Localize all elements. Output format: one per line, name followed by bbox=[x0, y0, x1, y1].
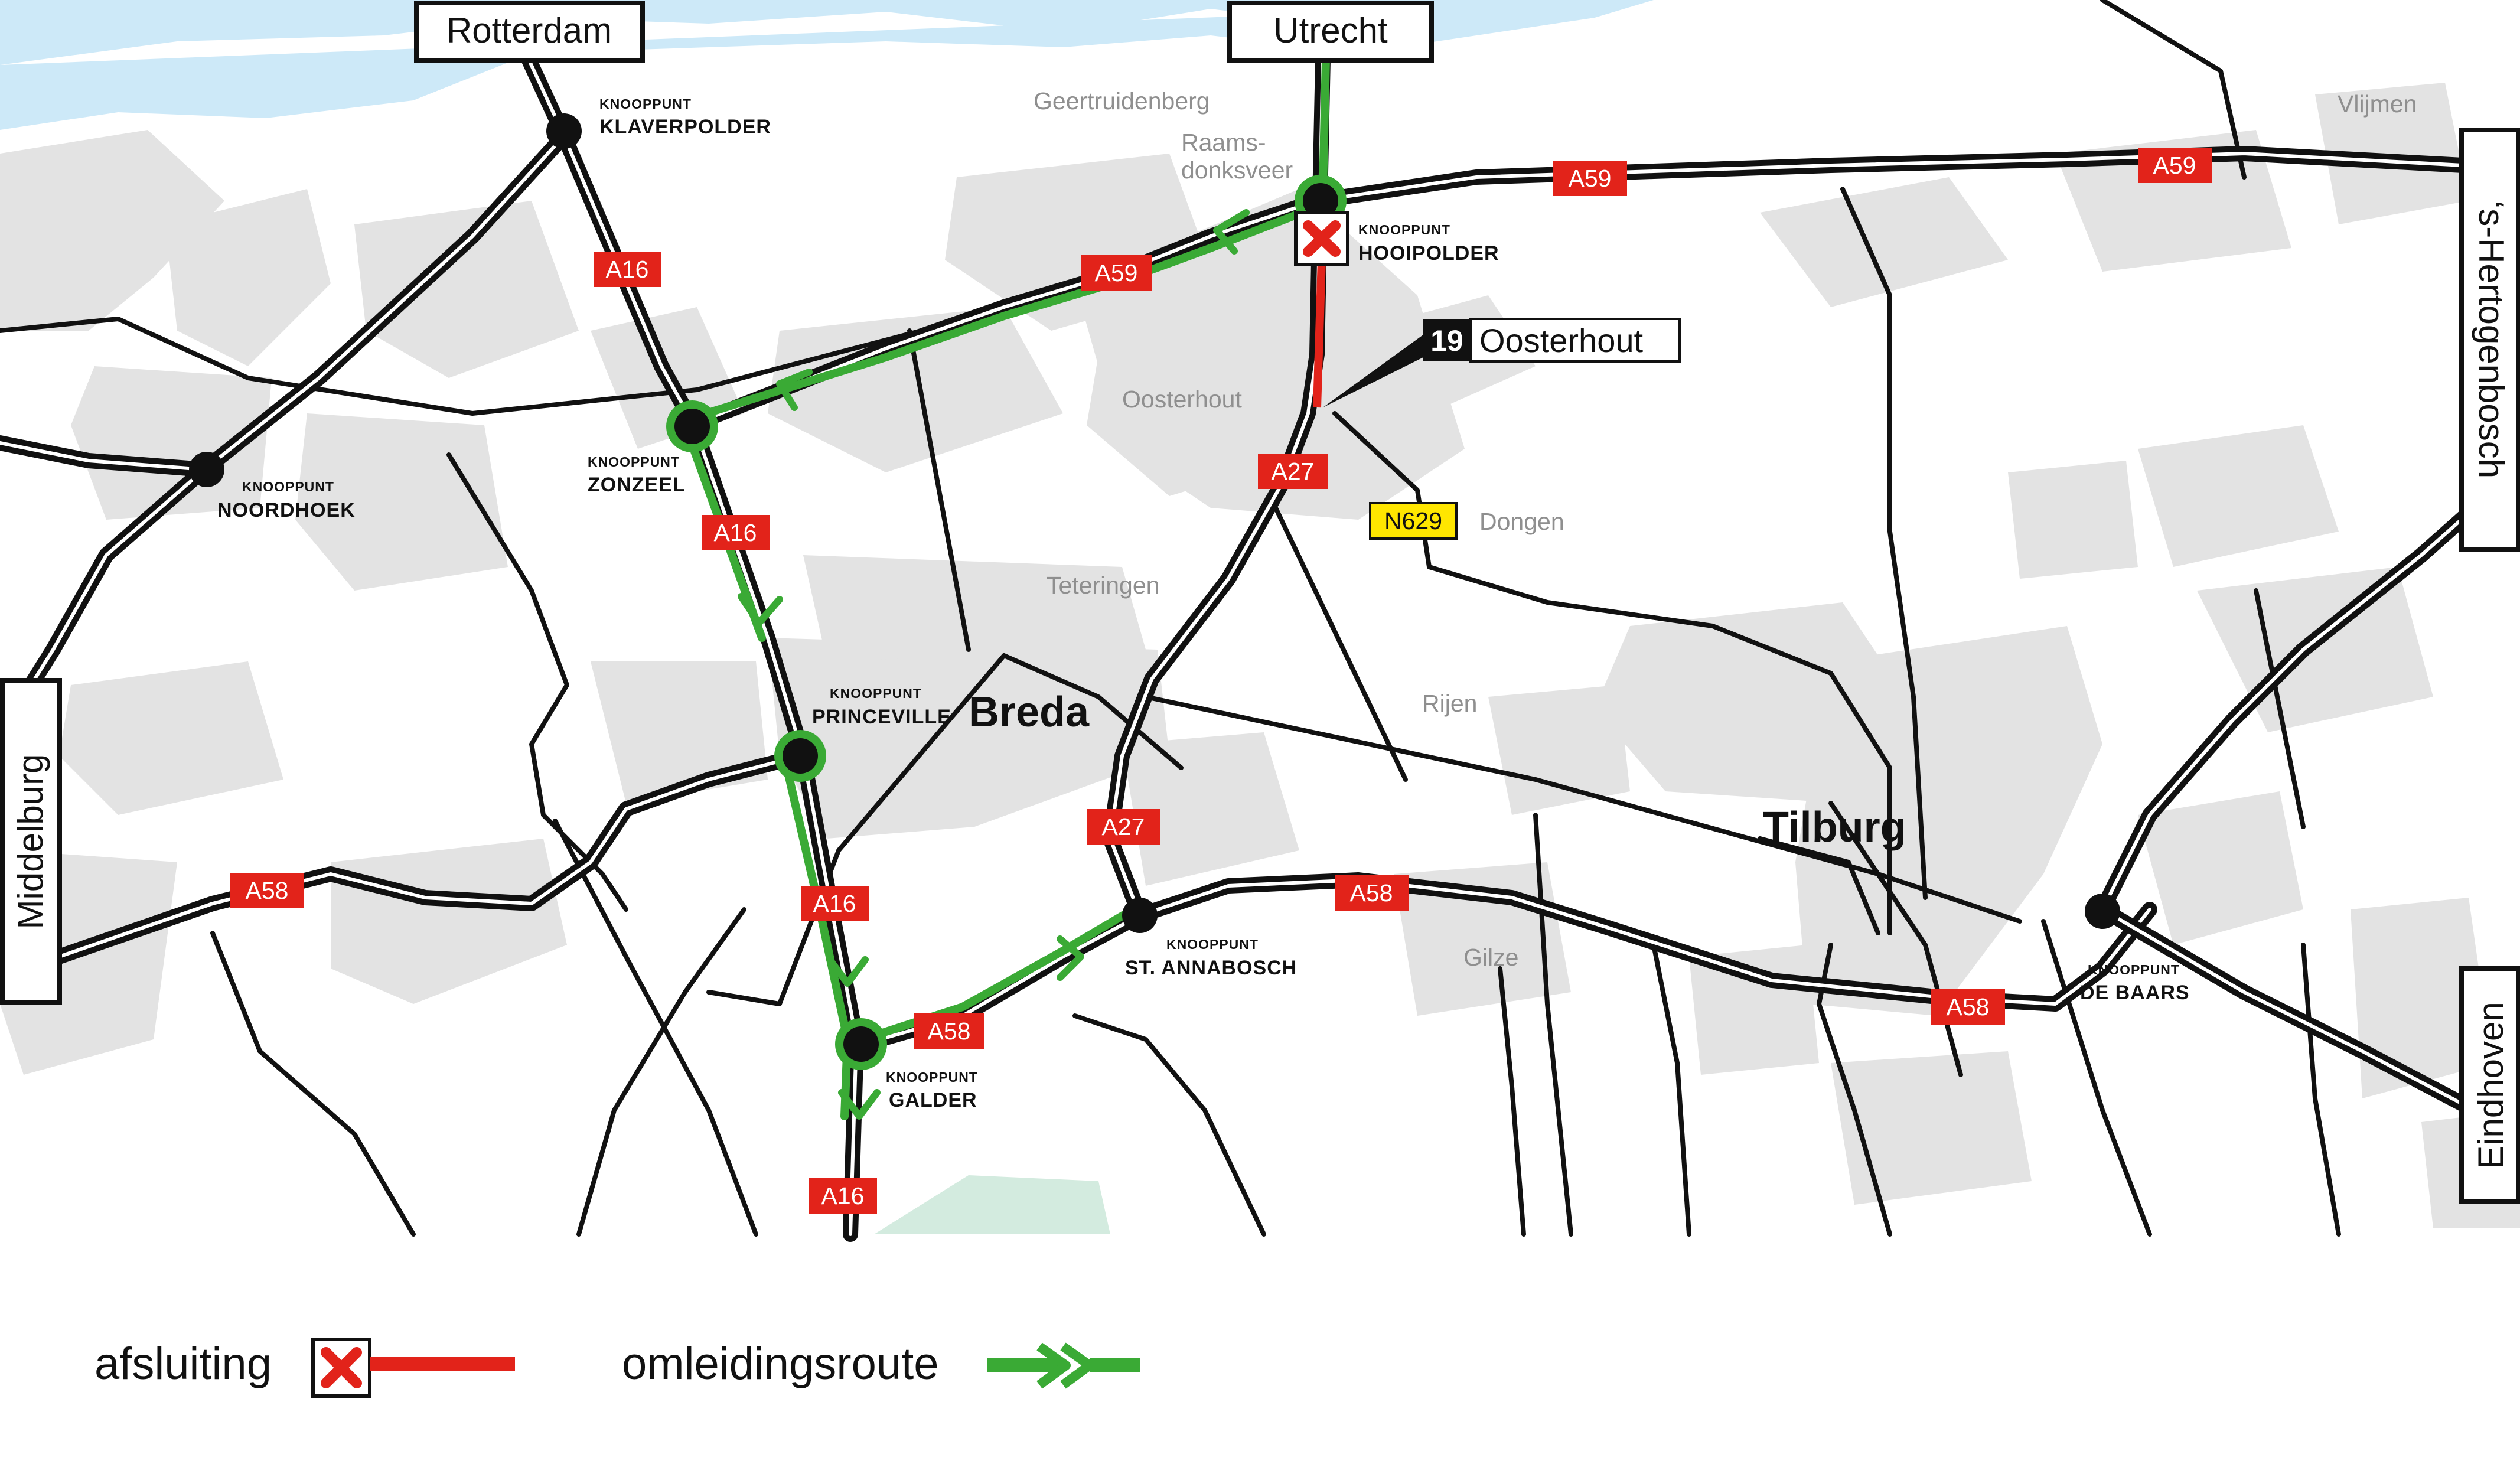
junction-labels: KNOOPPUNT KLAVERPOLDER KNOOPPUNT HOOIPOL… bbox=[217, 96, 2190, 1111]
direction-rotterdam: Rotterdam bbox=[414, 1, 645, 63]
junction-st-annabosch bbox=[1122, 898, 1158, 933]
place-dongen: Dongen bbox=[1479, 508, 1564, 535]
svg-text:A58: A58 bbox=[1350, 879, 1393, 907]
shield-a16-south: A16 bbox=[801, 886, 869, 921]
svg-text:KNOOPPUNT: KNOOPPUNT bbox=[599, 96, 692, 112]
shield-a58-tilburg: A58 bbox=[1931, 989, 2005, 1025]
closure-x-icon bbox=[1303, 220, 1341, 257]
place-rijen: Rijen bbox=[1422, 690, 1477, 717]
svg-text:KNOOPPUNT: KNOOPPUNT bbox=[2088, 962, 2180, 977]
svg-text:A58: A58 bbox=[928, 1018, 971, 1045]
legend-closure-label: afsluiting bbox=[94, 1339, 272, 1389]
junction-galder bbox=[843, 1026, 879, 1062]
shield-a16-mid: A16 bbox=[702, 515, 770, 550]
svg-text:N629: N629 bbox=[1384, 507, 1442, 534]
shield-a59-west: A59 bbox=[1081, 255, 1152, 291]
svg-text:Eindhoven: Eindhoven bbox=[2471, 1002, 2511, 1169]
junctions bbox=[189, 113, 2120, 1070]
shield-a16-north: A16 bbox=[594, 252, 661, 287]
svg-text:KNOOPPUNT: KNOOPPUNT bbox=[1166, 937, 1259, 952]
svg-text:ST. ANNABOSCH: ST. ANNABOSCH bbox=[1125, 957, 1297, 979]
svg-text:Utrecht: Utrecht bbox=[1273, 11, 1388, 50]
svg-text:Rotterdam: Rotterdam bbox=[446, 11, 612, 50]
place-teteringen: Teteringen bbox=[1047, 572, 1159, 599]
svg-text:HOOIPOLDER: HOOIPOLDER bbox=[1358, 242, 1499, 265]
shield-a59-east1: A59 bbox=[1553, 161, 1627, 196]
svg-text:A59: A59 bbox=[2153, 152, 2196, 179]
junction-zonzeel bbox=[674, 409, 710, 444]
svg-text:‘s-Hertogenbosch: ‘s-Hertogenbosch bbox=[2472, 201, 2511, 478]
place-labels: Geertruidenberg Raams- donksveer Vlijmen… bbox=[969, 87, 2417, 971]
svg-text:KLAVERPOLDER: KLAVERPOLDER bbox=[599, 116, 771, 138]
urban-areas bbox=[0, 83, 2520, 1228]
place-tilburg: Tilburg bbox=[1763, 804, 1906, 851]
shield-a16-bottom: A16 bbox=[809, 1178, 877, 1214]
svg-text:ZONZEEL: ZONZEEL bbox=[588, 474, 686, 496]
place-breda: Breda bbox=[969, 689, 1090, 736]
junction-klaverpolder bbox=[546, 113, 582, 149]
direction-eindhoven: Eindhoven bbox=[2459, 966, 2520, 1204]
exit-number: 19 bbox=[1430, 324, 1463, 357]
place-geertruidenberg: Geertruidenberg bbox=[1034, 87, 1210, 115]
direction-utrecht: Utrecht bbox=[1227, 1, 1434, 63]
svg-text:A27: A27 bbox=[1102, 813, 1145, 840]
junction-princeville bbox=[783, 738, 818, 774]
closure-line bbox=[1313, 259, 1326, 408]
junction-de-baars bbox=[2085, 894, 2120, 929]
secondary-roads bbox=[0, 0, 2341, 1237]
shield-a58-west: A58 bbox=[230, 873, 304, 908]
junction-hooipolder bbox=[1303, 183, 1338, 219]
shield-a59-east2: A59 bbox=[2138, 148, 2212, 183]
svg-text:A16: A16 bbox=[821, 1182, 865, 1209]
svg-text:PRINCEVILLE: PRINCEVILLE bbox=[812, 706, 951, 728]
place-vlijmen: Vlijmen bbox=[2338, 90, 2417, 118]
shield-a27-north: A27 bbox=[1258, 454, 1328, 489]
shield-a27-south: A27 bbox=[1087, 809, 1160, 845]
road-shields: A16 A16 A16 A16 A59 A59 A59 A27 A27 A58 … bbox=[230, 148, 2212, 1214]
svg-text:Middelburg: Middelburg bbox=[11, 754, 50, 930]
svg-text:A27: A27 bbox=[1272, 458, 1315, 485]
direction-middelburg: Middelburg bbox=[0, 678, 62, 1005]
exit-name-box bbox=[1469, 318, 1681, 363]
svg-text:GALDER: GALDER bbox=[889, 1089, 977, 1111]
shield-a58-annabosch: A58 bbox=[1335, 875, 1409, 911]
place-raamsdonksveer-1: Raams- bbox=[1181, 129, 1266, 156]
svg-text:KNOOPPUNT: KNOOPPUNT bbox=[1358, 222, 1450, 237]
svg-text:KNOOPPUNT: KNOOPPUNT bbox=[830, 686, 922, 701]
place-oosterhout: Oosterhout bbox=[1122, 386, 1242, 413]
svg-text:NOORDHOEK: NOORDHOEK bbox=[217, 499, 356, 521]
detour-arrows bbox=[738, 209, 1250, 1120]
svg-text:A16: A16 bbox=[714, 519, 757, 546]
legend: afsluiting omleidingsroute bbox=[94, 1338, 1140, 1398]
junction-noordhoek bbox=[189, 452, 224, 487]
place-raamsdonksveer-2: donksveer bbox=[1181, 156, 1293, 184]
svg-text:A59: A59 bbox=[1569, 165, 1612, 192]
svg-text:A16: A16 bbox=[813, 890, 856, 917]
svg-text:A58: A58 bbox=[246, 877, 289, 904]
legend-closure-x-icon bbox=[321, 1347, 362, 1388]
green-area bbox=[874, 1175, 1110, 1234]
direction-s-hertogenbosch: ‘s-Hertogenbosch bbox=[2459, 128, 2520, 552]
shield-a58-galder: A58 bbox=[914, 1013, 984, 1049]
legend-detour-label: omleidingsroute bbox=[622, 1339, 939, 1389]
exit-name: Oosterhout bbox=[1479, 322, 1643, 359]
shield-n629: N629 bbox=[1369, 502, 1458, 540]
svg-text:KNOOPPUNT: KNOOPPUNT bbox=[886, 1070, 978, 1085]
exit-number-box bbox=[1423, 319, 1471, 361]
place-gilze: Gilze bbox=[1463, 944, 1518, 971]
svg-text:A58: A58 bbox=[1947, 993, 1990, 1020]
svg-text:KNOOPPUNT: KNOOPPUNT bbox=[588, 454, 680, 469]
svg-text:DE BAARS: DE BAARS bbox=[2080, 982, 2190, 1004]
svg-text:KNOOPPUNT: KNOOPPUNT bbox=[242, 479, 334, 494]
svg-text:A59: A59 bbox=[1095, 259, 1138, 286]
svg-text:A16: A16 bbox=[606, 256, 649, 283]
